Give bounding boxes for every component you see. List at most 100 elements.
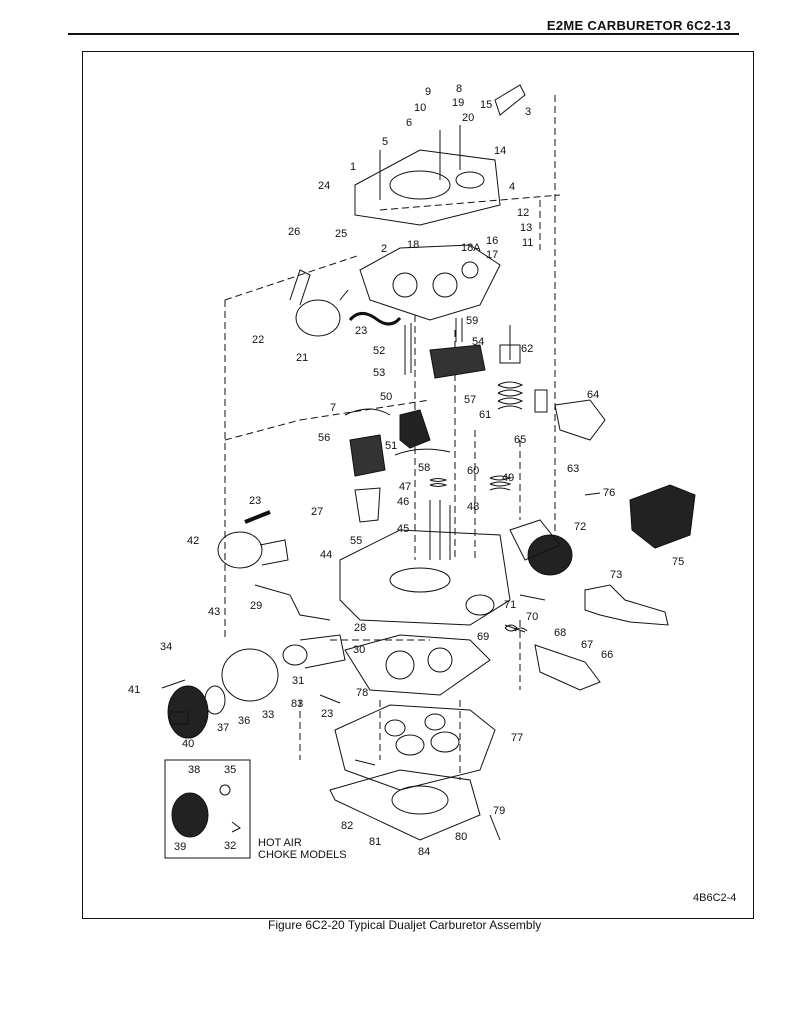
inset-choke-parts bbox=[171, 784, 241, 838]
callout-c57: 57 bbox=[464, 394, 476, 406]
callout-c14: 14 bbox=[494, 145, 506, 157]
callout-c45: 45 bbox=[397, 523, 409, 535]
fasteners bbox=[161, 492, 601, 841]
callout-c69: 69 bbox=[477, 631, 489, 643]
callout-c24: 24 bbox=[318, 180, 330, 192]
callout-c23c: 23 bbox=[321, 708, 333, 720]
vacuum-break-diaphragm bbox=[289, 269, 349, 337]
callout-c6: 6 bbox=[406, 117, 412, 129]
inset-label-line1: HOT AIR bbox=[258, 837, 302, 849]
thermostatic-coil bbox=[167, 685, 209, 739]
callout-c67: 67 bbox=[581, 639, 593, 651]
callout-c63: 63 bbox=[567, 463, 579, 475]
callout-c72: 72 bbox=[574, 521, 586, 533]
callout-c11: 11 bbox=[522, 237, 533, 249]
callout-c75: 75 bbox=[672, 556, 684, 568]
callout-c54: 54 bbox=[472, 336, 484, 348]
callout-c42: 42 bbox=[187, 535, 199, 547]
header-rule bbox=[68, 33, 739, 35]
callout-c22: 22 bbox=[252, 334, 264, 346]
callout-c41: 41 bbox=[128, 684, 140, 696]
callout-c79: 79 bbox=[493, 805, 505, 817]
callout-c81: 81 bbox=[369, 836, 381, 848]
callout-c58: 58 bbox=[418, 462, 430, 474]
callout-c21: 21 bbox=[296, 352, 308, 364]
callout-c13: 13 bbox=[520, 222, 532, 234]
callout-c59: 59 bbox=[466, 315, 478, 327]
callout-c53: 53 bbox=[373, 367, 385, 379]
callout-c80: 80 bbox=[455, 831, 467, 843]
choke-cover-assembly bbox=[204, 634, 346, 715]
callout-c47: 47 bbox=[399, 481, 411, 493]
figure-code: 4B6C2-4 bbox=[693, 892, 737, 904]
callout-c62: 62 bbox=[521, 343, 533, 355]
callout-c16: 16 bbox=[486, 235, 498, 247]
float-bowl-main-body bbox=[339, 500, 511, 626]
hot-air-choke-inset bbox=[164, 759, 251, 859]
callout-c18a: 18A bbox=[461, 242, 481, 254]
callout-c76: 76 bbox=[603, 487, 615, 499]
callout-c70: 70 bbox=[526, 611, 538, 623]
callout-c46: 46 bbox=[397, 496, 409, 508]
callout-c27: 27 bbox=[311, 506, 323, 518]
callout-c77: 77 bbox=[511, 732, 523, 744]
callout-c48: 48 bbox=[467, 501, 479, 513]
callout-c66: 66 bbox=[601, 649, 613, 661]
callout-c56: 56 bbox=[318, 432, 330, 444]
callout-c15: 15 bbox=[480, 99, 492, 111]
air-horn-gasket bbox=[359, 244, 501, 321]
callout-c73: 73 bbox=[610, 569, 622, 581]
callout-c83: 83 bbox=[291, 698, 303, 710]
throttle-body-fitting bbox=[504, 624, 601, 691]
callout-c65: 65 bbox=[514, 434, 526, 446]
callout-c4: 4 bbox=[509, 181, 515, 193]
figure-frame bbox=[82, 51, 754, 919]
callout-c78: 78 bbox=[356, 687, 368, 699]
metering-rods bbox=[404, 318, 463, 375]
float-assembly bbox=[349, 434, 451, 523]
callout-c44: 44 bbox=[320, 549, 332, 561]
callout-c5: 5 bbox=[382, 136, 388, 148]
callout-c9: 9 bbox=[425, 86, 431, 98]
callout-c64: 64 bbox=[587, 389, 599, 401]
callout-c26: 26 bbox=[288, 226, 300, 238]
callout-c40: 40 bbox=[182, 738, 194, 750]
callout-c34: 34 bbox=[160, 641, 172, 653]
springs bbox=[429, 475, 528, 632]
callout-c2: 2 bbox=[381, 243, 387, 255]
callout-c25: 25 bbox=[335, 228, 347, 240]
air-horn bbox=[354, 84, 526, 226]
callout-c1: 1 bbox=[350, 161, 356, 173]
callout-c20: 20 bbox=[462, 112, 474, 124]
callout-c37: 37 bbox=[217, 722, 229, 734]
mixture-control-solenoid bbox=[429, 344, 486, 379]
callout-c71: 71 bbox=[504, 599, 516, 611]
throttle-body-gasket bbox=[344, 634, 491, 696]
callout-c52: 52 bbox=[373, 345, 385, 357]
pump-plunger bbox=[497, 325, 524, 410]
callout-c33: 33 bbox=[262, 709, 274, 721]
callout-c68: 68 bbox=[554, 627, 566, 639]
callout-c84: 84 bbox=[418, 846, 430, 858]
callout-c28: 28 bbox=[354, 622, 366, 634]
flange-gasket bbox=[329, 769, 481, 841]
callout-c36: 36 bbox=[238, 715, 250, 727]
callout-c49: 49 bbox=[502, 472, 514, 484]
choke-rod bbox=[254, 584, 331, 621]
callout-c31: 31 bbox=[292, 675, 304, 687]
callout-c8: 8 bbox=[456, 83, 462, 95]
idle-speed-actuator bbox=[344, 408, 431, 449]
callout-c17: 17 bbox=[486, 249, 498, 261]
callout-c51: 51 bbox=[385, 440, 397, 452]
callout-c60: 60 bbox=[467, 465, 479, 477]
callout-c23a: 23 bbox=[355, 325, 367, 337]
callout-c29: 29 bbox=[250, 600, 262, 612]
callout-c82: 82 bbox=[341, 820, 353, 832]
solenoid-bracket bbox=[584, 584, 669, 626]
callout-c19: 19 bbox=[452, 97, 464, 109]
callout-c43: 43 bbox=[208, 606, 220, 618]
figure-caption: Figure 6C2-20 Typical Dualjet Carburetor… bbox=[268, 918, 542, 932]
callout-c30: 30 bbox=[353, 644, 365, 656]
